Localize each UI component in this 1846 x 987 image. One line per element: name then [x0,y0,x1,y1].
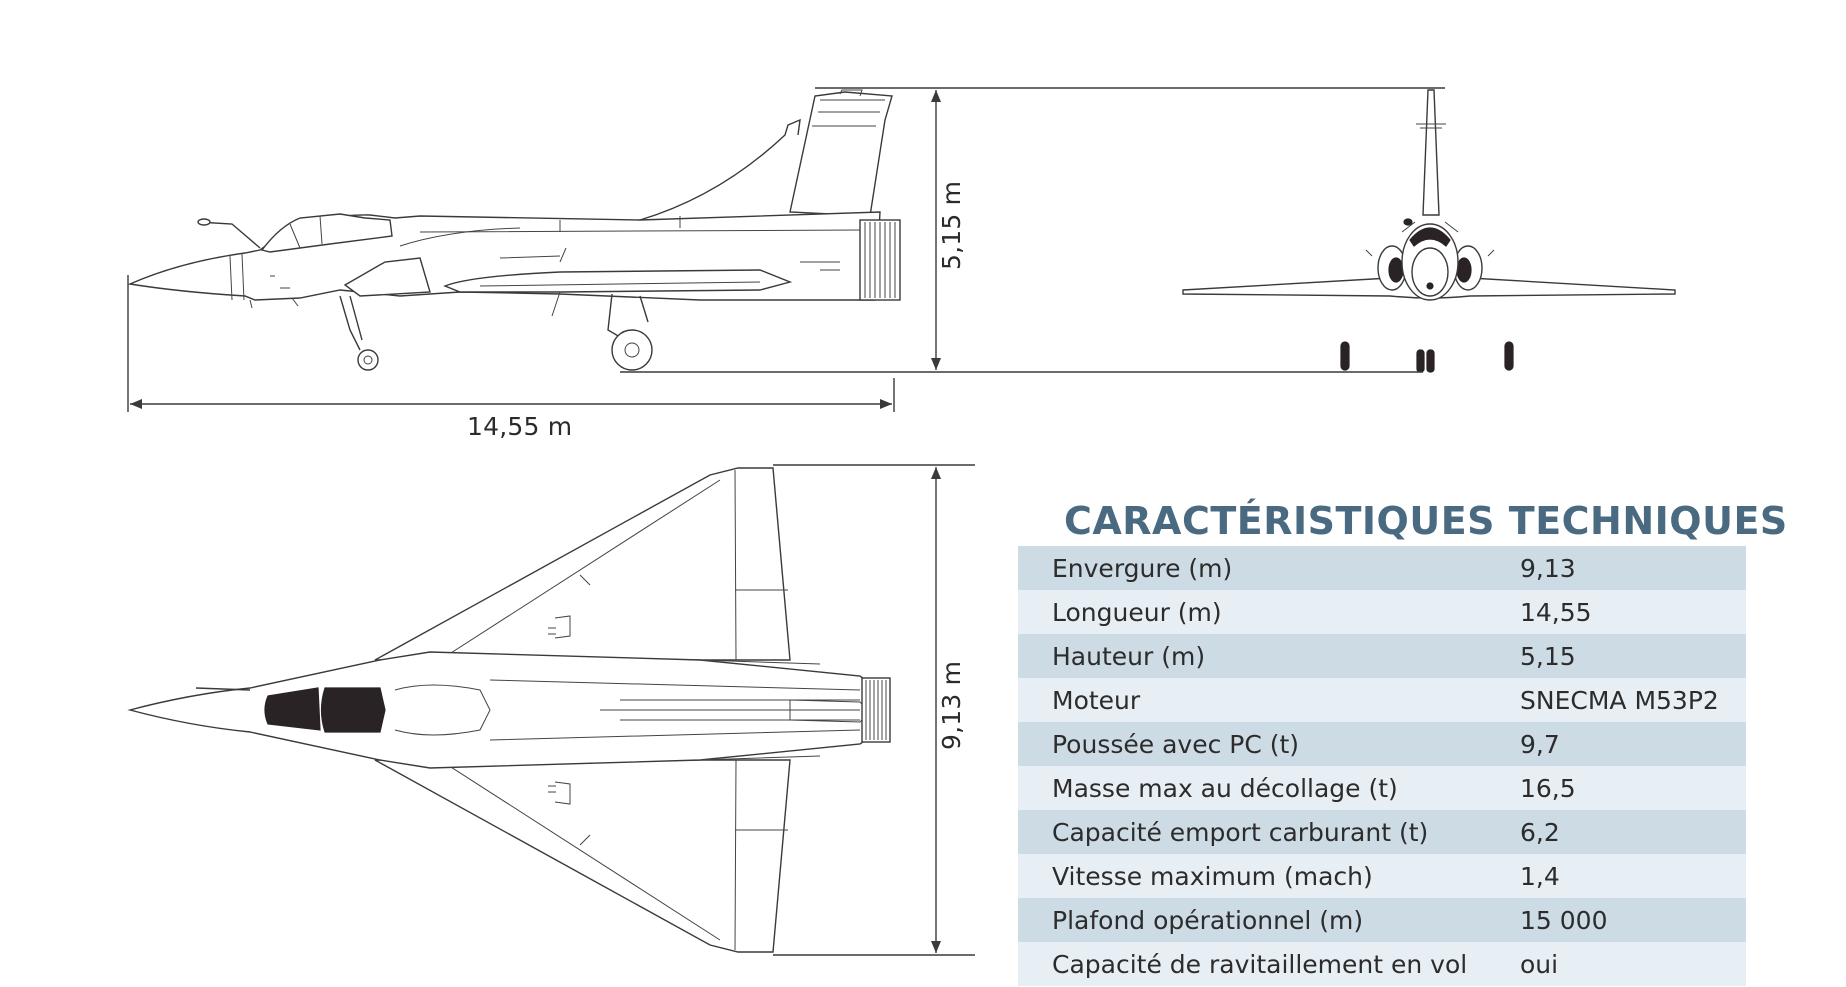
length-dimension-label: 14,55 m [467,412,573,441]
spec-row: Capacité de ravitaillement en vol oui [1018,942,1746,986]
top-view [127,467,891,953]
spec-label: Longueur (m) [1052,597,1222,627]
dimension-lines [127,87,1445,956]
spec-value: 6,2 [1520,817,1560,847]
spec-label: Capacité emport carburant (t) [1052,817,1429,847]
spec-label: Masse max au décollage (t) [1052,773,1398,803]
spec-value: oui [1520,949,1559,979]
spec-row: Longueur (m) 14,55 [1018,590,1746,634]
spec-row: Poussée avec PC (t) 9,7 [1018,722,1746,766]
spec-row: Hauteur (m) 5,15 [1018,634,1746,678]
spec-label: Plafond opérationnel (m) [1052,905,1364,935]
spec-row: Moteur SNECMA M53P2 [1018,678,1746,722]
spec-row: Masse max au décollage (t) 16,5 [1018,766,1746,810]
spec-value: 14,55 [1520,597,1592,627]
spec-value: 1,4 [1520,861,1560,891]
spec-row: Vitesse maximum (mach) 1,4 [1018,854,1746,898]
specs-title: CARACTÉRISTIQUES TECHNIQUES [1064,499,1788,543]
span-dimension-label: 9,13 m [937,660,966,750]
spec-value: 15 000 [1520,905,1608,935]
spec-label: Envergure (m) [1052,553,1233,583]
spec-row: Envergure (m) 9,13 [1018,546,1746,590]
spec-label: Vitesse maximum (mach) [1052,861,1373,891]
spec-value: 16,5 [1520,773,1576,803]
spec-value: 5,15 [1520,641,1576,671]
specs-table: Envergure (m) 9,13 Longueur (m) 14,55 Haut… [1018,546,1746,986]
side-view [127,89,901,371]
spec-label: Hauteur (m) [1052,641,1206,671]
spec-label: Capacité de ravitaillement en vol [1052,949,1468,979]
spec-value: 9,7 [1520,729,1560,759]
spec-row: Plafond opérationnel (m) 15 000 [1018,898,1746,942]
front-view [1182,89,1676,373]
spec-value: SNECMA M53P2 [1520,685,1719,715]
height-dimension-label: 5,15 m [937,180,966,270]
spec-value: 9,13 [1520,553,1576,583]
spec-row: Capacité emport carburant (t) 6,2 [1018,810,1746,854]
spec-label: Moteur [1052,685,1141,715]
spec-label: Poussée avec PC (t) [1052,729,1300,759]
